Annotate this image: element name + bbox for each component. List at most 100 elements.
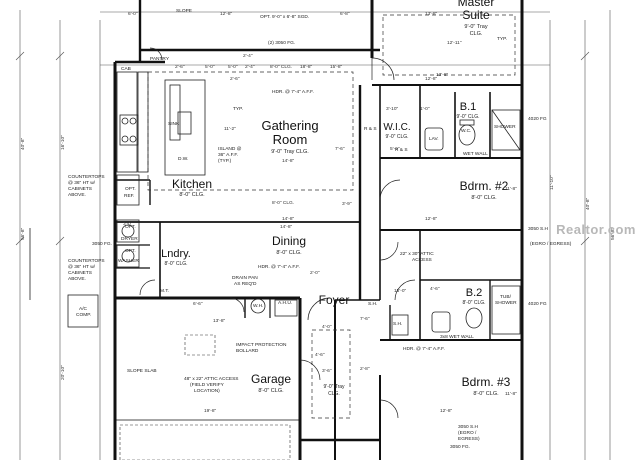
walls xyxy=(113,0,524,460)
note-rs-2: R & S xyxy=(395,147,408,153)
note-slope-bot: SLOPE SLAB xyxy=(127,368,157,374)
dim-kitchen-w: 14'-8" xyxy=(282,216,295,222)
note-attic-top: 22" x 30" ATTIC xyxy=(400,251,434,257)
note-pantry: PANTRY xyxy=(150,56,170,62)
dim-top-0: 6'-0" xyxy=(128,11,138,17)
kitchen-cabinets xyxy=(116,71,206,268)
dim-bdrm2-h: 11'-8" xyxy=(505,186,517,192)
note-countertops-bot-2: @ 36" HT w/ xyxy=(68,264,96,270)
note-slope-top: SLOPE xyxy=(176,8,192,14)
note-ac: A/C xyxy=(79,306,88,312)
kitchen-ceiling: 8'-0" CLG. xyxy=(179,192,205,198)
note-opt-dryer-2: DRYER xyxy=(121,236,138,242)
dimension-labels: 6'-0" 12'-8" 6'-8" 13'-8" 2'-6" 5'-0" 5'… xyxy=(20,11,616,414)
bdrm2-title: Bdrm. #2 xyxy=(460,179,509,193)
note-egress-right: (EGRO / EGRESS) xyxy=(530,241,572,247)
note-impact-2: BOLLARD xyxy=(236,348,259,354)
dim-master-h: 12'-11" xyxy=(447,40,462,46)
gathering-room-ceiling: 9'-0" Tray CLG. xyxy=(271,149,309,155)
dim-row2-6: 15'-8" xyxy=(330,64,343,70)
master-suite-ceiling: 9'-0" Tray xyxy=(464,24,487,30)
note-island-3: (TYP.) xyxy=(218,158,232,164)
note-island: ISLAND @ xyxy=(218,146,242,152)
dim-garage-w: 13'-8" xyxy=(213,318,226,324)
master-suite-title: Master xyxy=(458,0,495,9)
note-impact: IMPACT PROTECTION xyxy=(236,342,287,348)
wic-ceiling: 9'-0" CLG. xyxy=(385,134,408,140)
gathering-room-title: Gathering xyxy=(261,118,318,133)
dim-master-w: 13'-8" xyxy=(436,72,449,78)
dim-misc-8: 4'-6" xyxy=(430,286,440,292)
watermark-text: Realtor.com xyxy=(556,222,636,237)
dim-misc-6: 3'-0" xyxy=(123,221,133,227)
note-opt-ref: OPT. xyxy=(125,186,136,192)
dim-misc-13: 15'-0" xyxy=(394,288,407,294)
dim-right-v-0: 11'-10" xyxy=(549,175,555,190)
bdrm3-ceiling: 8'-0" CLG. xyxy=(473,391,499,397)
dim-far-left-v: 56'-8" xyxy=(20,227,26,240)
note-attic-bot: 48" x 22" ATTIC ACCESS xyxy=(184,376,239,382)
bdrm3-title: Bdrm. #3 xyxy=(462,375,511,389)
note-opt-top: OPT. 9'-0" x 6'-8" SGD. xyxy=(260,14,309,20)
note-sh-right: 3050 S.H xyxy=(528,226,549,232)
dim-gather-w: 14'-8" xyxy=(282,158,295,164)
note-opt-dryer: OPT. xyxy=(125,224,136,230)
note-ac-2: COMP. xyxy=(76,312,91,318)
dim-foyer-h: 3'-6" xyxy=(322,368,332,374)
bdrm2-ceiling: 8'-0" CLG. xyxy=(471,195,497,201)
note-hdr-bot: HDR. @ 7'-4" A.F.F. xyxy=(403,346,445,352)
note-sh-bottom-3: EGRESS) xyxy=(458,436,480,442)
note-attic-bot-3: LOCATION) xyxy=(194,388,220,394)
note-wh: W.H. xyxy=(253,303,263,309)
dim-row2-4: 8'-0" CLG. xyxy=(270,64,292,70)
dim-misc-15: 12'-8" xyxy=(425,76,438,82)
note-typ-2: TYP. xyxy=(233,106,243,112)
note-sh-2: S.H. xyxy=(368,301,377,307)
note-countertops-bot: COUNTERTOPS xyxy=(68,258,105,264)
note-shower-top: SHOWER xyxy=(494,124,516,130)
dim-misc-12: 3'-9" xyxy=(342,201,352,207)
dim-row2-3: 2'-4" xyxy=(245,64,255,70)
dim-gather-clg: 8'-0" CLG. xyxy=(272,200,294,206)
dim-misc-11: 2'-8" xyxy=(360,366,370,372)
dim-bdrm3-w: 12'-8" xyxy=(440,408,453,414)
dim-left-v-0: 16'-10" xyxy=(60,135,66,150)
note-mt: M.T. xyxy=(160,288,169,294)
note-drain: DRAIN PAN xyxy=(232,275,258,281)
foyer-title: Foyer xyxy=(319,293,350,307)
note-sink: SINK xyxy=(168,121,180,127)
master-suite-title-2: Suite xyxy=(462,8,490,22)
bollard xyxy=(119,334,291,460)
note-sh-bottom: 3050 S.H xyxy=(458,424,479,430)
note-cab: CAB xyxy=(121,66,131,72)
dim-bdrm2-w: 12'-8" xyxy=(425,216,438,222)
dim-misc-2: 5'-6" xyxy=(390,146,400,152)
laundry-ceiling: 8'-0" CLG. xyxy=(164,261,187,267)
note-hdr-top: HDR. @ 7'-4" A.F.F. xyxy=(272,89,314,95)
dim-bdrm3-h: 11'-8" xyxy=(505,391,517,397)
b1-ceiling: 9'-0" CLG. xyxy=(456,114,479,120)
foyer-ceiling: 9'-0" Tray xyxy=(323,384,345,390)
note-countertops-top: COUNTERTOPS xyxy=(68,174,105,180)
wic-title: W.I.C. xyxy=(383,122,410,133)
note-opt-washer: OPT. xyxy=(125,248,136,254)
note-countertops-bot-4: ABOVE. xyxy=(68,276,86,282)
dim-top-1: 12'-8" xyxy=(220,11,233,17)
gathering-room-title-2: Room xyxy=(273,132,308,147)
dim-misc-10: 4'-6" xyxy=(315,352,325,358)
note-attic-bot-2: (FIELD VERIFY xyxy=(190,382,225,388)
dim-row2-0: 2'-6" xyxy=(175,64,185,70)
dim-gather-h: 11'-2" xyxy=(224,126,236,132)
kitchen-title: Kitchen xyxy=(172,177,212,191)
dim-row2-1: 5'-0" xyxy=(205,64,215,70)
b2-ceiling: 8'-0" CLG. xyxy=(462,300,485,306)
mechanical xyxy=(29,228,298,328)
note-fg-bottom: 3050 FG. xyxy=(450,444,470,450)
dim-top-2: 6'-8" xyxy=(340,11,350,17)
dim-misc-3: 7'-6" xyxy=(360,316,370,322)
dim-misc-9: 6'-6" xyxy=(193,301,203,307)
note-tub: TUB/ xyxy=(500,294,512,300)
note-drain-2: AS REQ'D xyxy=(234,281,257,287)
dim-misc-7: 2'-0" xyxy=(310,270,320,276)
